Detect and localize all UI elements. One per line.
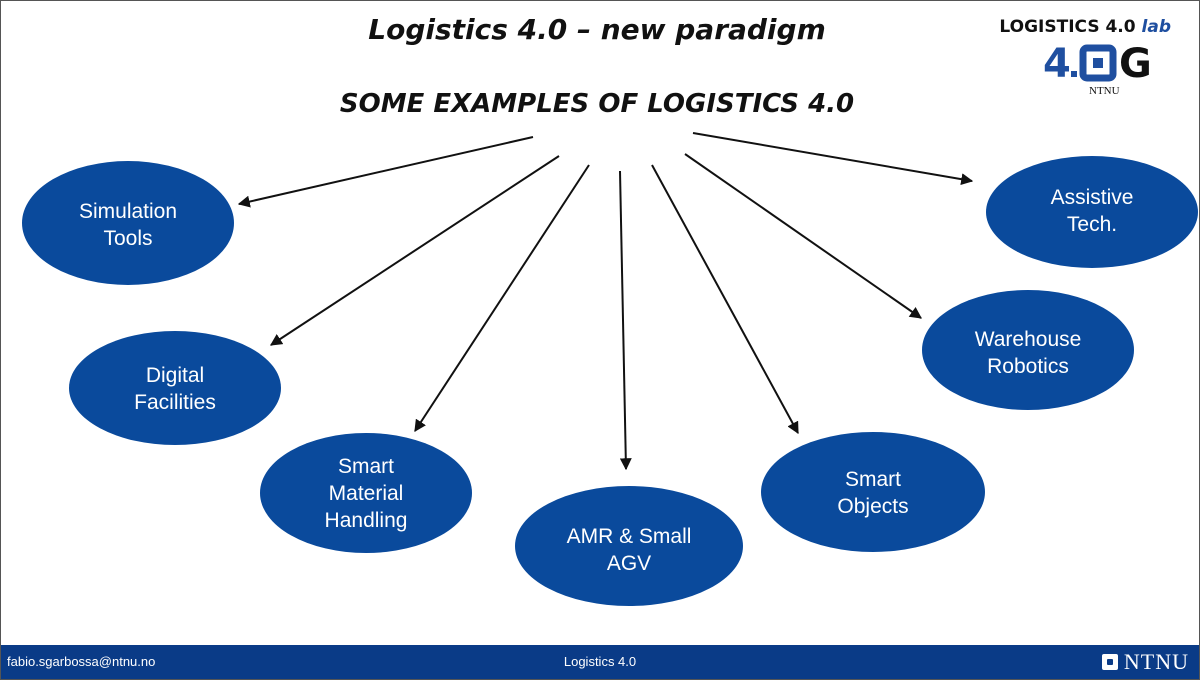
- lab-logo-lab: lab: [1141, 17, 1171, 37]
- lab-logo-mark-sub: NTNU: [1089, 85, 1120, 97]
- lab-logo-mark: 4 G NTNU: [1043, 41, 1151, 97]
- arrow-to-smart-objects: [651, 164, 799, 435]
- node-label-line: Robotics: [987, 355, 1069, 378]
- node-label-line: Smart: [338, 455, 394, 478]
- node-smart-objects: Smart Objects: [761, 432, 985, 552]
- node-label-line: AMR & Small: [567, 525, 692, 548]
- arrow-to-simulation-tools: [237, 136, 534, 208]
- lab-logo-main: LOGISTICS 4.0: [999, 17, 1136, 37]
- node-amr-small-agv: AMR & Small AGV: [515, 486, 743, 606]
- node-label-line: Assistive: [1051, 186, 1134, 209]
- node-assistive-tech: Assistive Tech.: [986, 156, 1198, 268]
- lab-logo-text: LOGISTICS 4.0 lab: [991, 17, 1171, 37]
- node-warehouse-robotics: Warehouse Robotics: [922, 290, 1134, 410]
- node-label-line: Handling: [325, 509, 408, 532]
- slide-footer: fabio.sgarbossa@ntnu.no Logistics 4.0 NT…: [1, 645, 1199, 679]
- ntnu-logo-text: NTNU: [1123, 649, 1189, 674]
- node-label-line: Tools: [103, 227, 152, 250]
- ntnu-logo: NTNU: [1101, 649, 1189, 675]
- footer-email: fabio.sgarbossa@ntnu.no: [7, 654, 156, 669]
- arrow-to-digital-facilities: [269, 155, 560, 346]
- footer-title: Logistics 4.0: [563, 654, 637, 669]
- lab-logo: LOGISTICS 4.0 lab 4 G NTNU: [991, 17, 1171, 97]
- node-digital-facilities: Digital Facilities: [69, 331, 281, 445]
- slide-subtitle: SOME EXAMPLES OF LOGISTICS 4.0: [339, 89, 855, 119]
- arrow-to-assistive-tech: [692, 132, 974, 186]
- examples-diagram: Simulation Tools Digital Facilities Smar…: [22, 132, 1198, 606]
- node-label-line: AGV: [607, 552, 651, 575]
- ntnu-logo-icon: [1101, 654, 1118, 670]
- lab-logo-mark-left: 4: [1043, 41, 1071, 87]
- arrows: [237, 132, 974, 471]
- arrow-to-amr-small-agv: [619, 170, 632, 471]
- node-label-line: Material: [329, 482, 404, 505]
- node-smart-material-handling: Smart Material Handling: [260, 433, 472, 553]
- node-label-line: Objects: [837, 495, 908, 518]
- node-label-line: Simulation: [79, 200, 177, 223]
- node-label-line: Smart: [845, 468, 901, 491]
- node-label-line: Warehouse: [975, 328, 1082, 351]
- node-label-line: Tech.: [1067, 213, 1117, 236]
- arrow-to-smart-material-handling: [414, 164, 590, 433]
- node-simulation-tools: Simulation Tools: [22, 161, 234, 285]
- node-label-line: Digital: [146, 364, 204, 387]
- node-label-line: Facilities: [134, 391, 216, 414]
- lab-logo-mark-right: G: [1119, 41, 1151, 87]
- arrow-to-warehouse-robotics: [684, 153, 922, 319]
- slide-title: Logistics 4.0 – new paradigm: [368, 13, 826, 46]
